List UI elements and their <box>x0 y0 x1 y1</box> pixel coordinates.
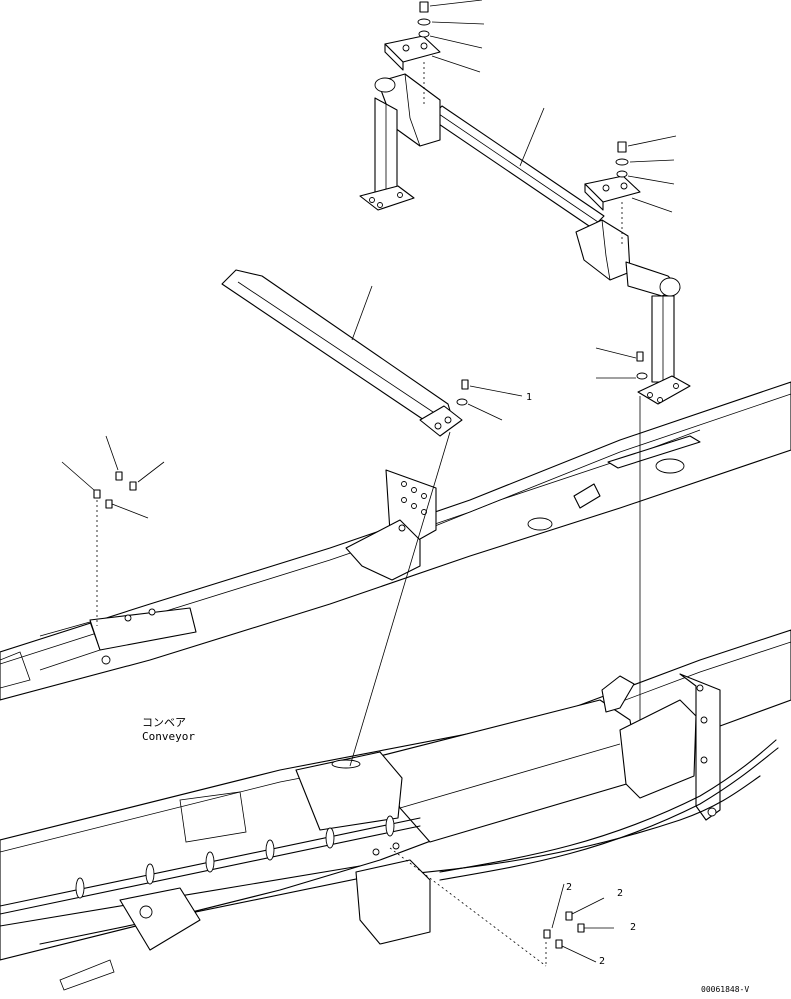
upper-support-frame <box>359 0 691 405</box>
callout-1: 1 <box>526 392 532 403</box>
drawing-number: 00061848-V <box>701 985 749 994</box>
callout-2b: 2 <box>617 888 623 899</box>
upper-conveyor-frame <box>0 381 791 701</box>
assembly-lines <box>349 396 641 767</box>
lower-conveyor-frame <box>0 629 791 991</box>
callout-2d: 2 <box>599 956 605 967</box>
cross-stay <box>221 269 648 437</box>
rod-clamps <box>75 815 395 899</box>
left-bolt-group <box>61 435 165 519</box>
callout-2a: 2 <box>566 882 572 893</box>
component-label-en: Conveyor <box>142 730 195 743</box>
callout-2c: 2 <box>630 922 636 933</box>
component-label-jp: コンベア <box>142 716 186 729</box>
